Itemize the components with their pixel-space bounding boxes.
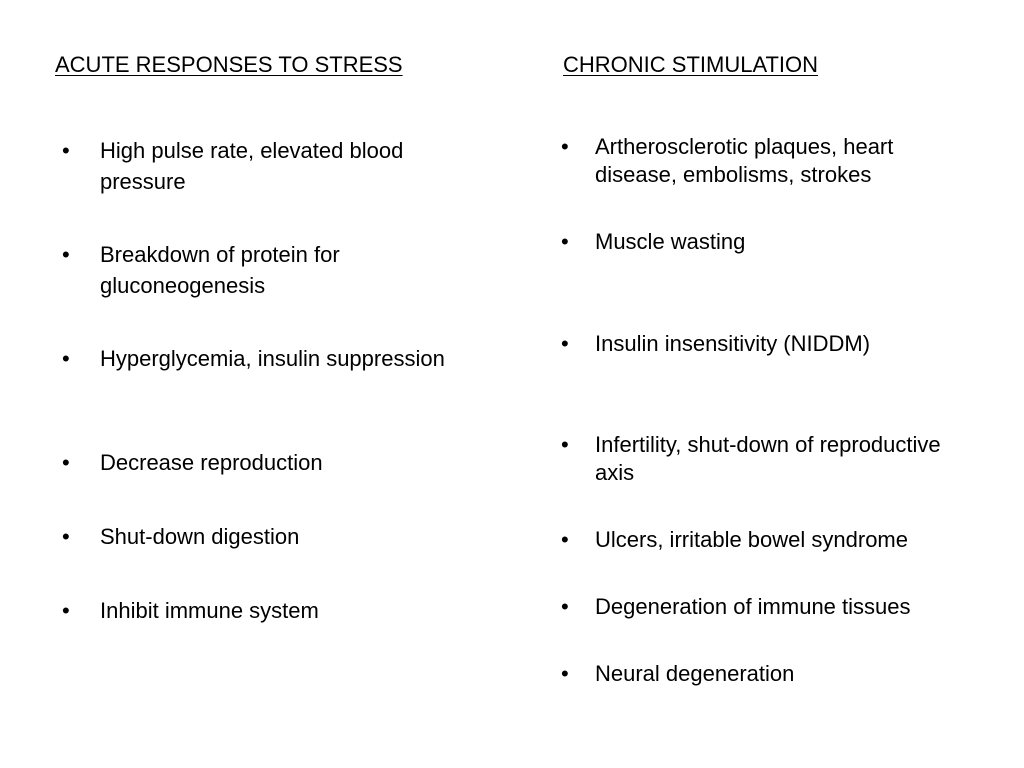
bullet-icon: • — [561, 432, 569, 457]
chronic-item-text: Insulin insensitivity (NIDDM) — [595, 331, 871, 356]
chronic-item-text: Ulcers, irritable bowel syndrome — [595, 527, 908, 552]
acute-item-text: Hyperglycemia, insulin suppression — [100, 346, 445, 371]
bullet-icon: • — [62, 346, 70, 371]
bullet-icon: • — [62, 242, 70, 267]
chronic-item-text: Degeneration of immune tissues — [595, 594, 911, 619]
acute-item-text: Decrease reproduction — [100, 450, 323, 475]
bullet-icon: • — [561, 527, 569, 552]
bullet-icon: • — [561, 331, 569, 356]
chronic-item-text: Infertility, shut-down of reproductive a… — [595, 432, 941, 485]
bullet-icon: • — [561, 661, 569, 686]
chronic-item-text: Muscle wasting — [595, 229, 746, 254]
chronic-item-text: Artherosclerotic plaques, heart disease,… — [595, 134, 894, 187]
bullet-icon: • — [62, 524, 70, 549]
bullet-icon: • — [62, 138, 70, 163]
acute-item-text: Shut-down digestion — [100, 524, 300, 549]
bullet-icon: • — [62, 450, 70, 475]
bullet-icon: • — [62, 598, 70, 623]
bullet-icon: • — [561, 229, 569, 254]
chronic-column-title: CHRONIC STIMULATION — [563, 52, 819, 77]
bullet-icon: • — [561, 134, 569, 159]
acute-column-title: ACUTE RESPONSES TO STRESS — [55, 52, 403, 77]
bullet-icon: • — [561, 594, 569, 619]
acute-item-text: Inhibit immune system — [100, 598, 319, 623]
acute-item-text: Breakdown of protein for gluconeogenesis — [100, 242, 340, 298]
chronic-item-text: Neural degeneration — [595, 661, 795, 686]
acute-item-text: High pulse rate, elevated blood pressure — [100, 138, 404, 194]
